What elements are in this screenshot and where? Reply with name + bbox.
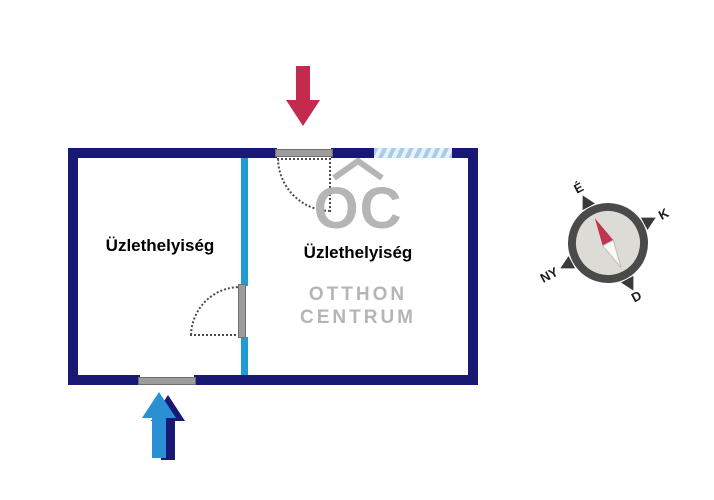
watermark-name-line1: OTTHON — [308, 284, 408, 305]
compass-north-pointer — [582, 195, 595, 211]
compass-label-west: NY — [538, 264, 561, 286]
roof-icon — [332, 158, 384, 180]
entrance-arrow-bottom-shaft — [152, 417, 166, 458]
watermark-logo: OC — [313, 176, 403, 241]
window — [374, 148, 452, 158]
compass-label-north: É — [571, 179, 586, 196]
compass-west-pointer — [560, 256, 576, 269]
door-leaf-bottom — [138, 377, 196, 385]
compass-east-pointer — [640, 217, 656, 230]
compass-south-pointer — [621, 275, 634, 291]
compass-needle-south — [601, 239, 622, 269]
partition-wall — [241, 158, 248, 375]
compass-label-south: D — [629, 288, 644, 306]
watermark-name-line2: CENTRUM — [300, 307, 416, 328]
door-leaf-top — [275, 149, 333, 157]
door-leaf-partition — [238, 284, 246, 338]
room-label-left: Üzlethelyiség — [105, 236, 215, 255]
watermark: OC OTTHON CENTRUM — [250, 158, 466, 328]
compass: É K D NY — [538, 175, 676, 311]
entrance-arrow-top-shaft — [296, 66, 310, 102]
room-label-right: Üzlethelyiség — [303, 243, 413, 262]
compass-rose: É K D NY — [538, 179, 672, 306]
compass-label-east: K — [656, 205, 672, 223]
compass-needle-north — [594, 218, 614, 246]
entrance-arrow-top-head — [286, 100, 320, 126]
entrance-arrow-bottom-head — [142, 392, 176, 418]
outer-wall — [68, 148, 478, 385]
